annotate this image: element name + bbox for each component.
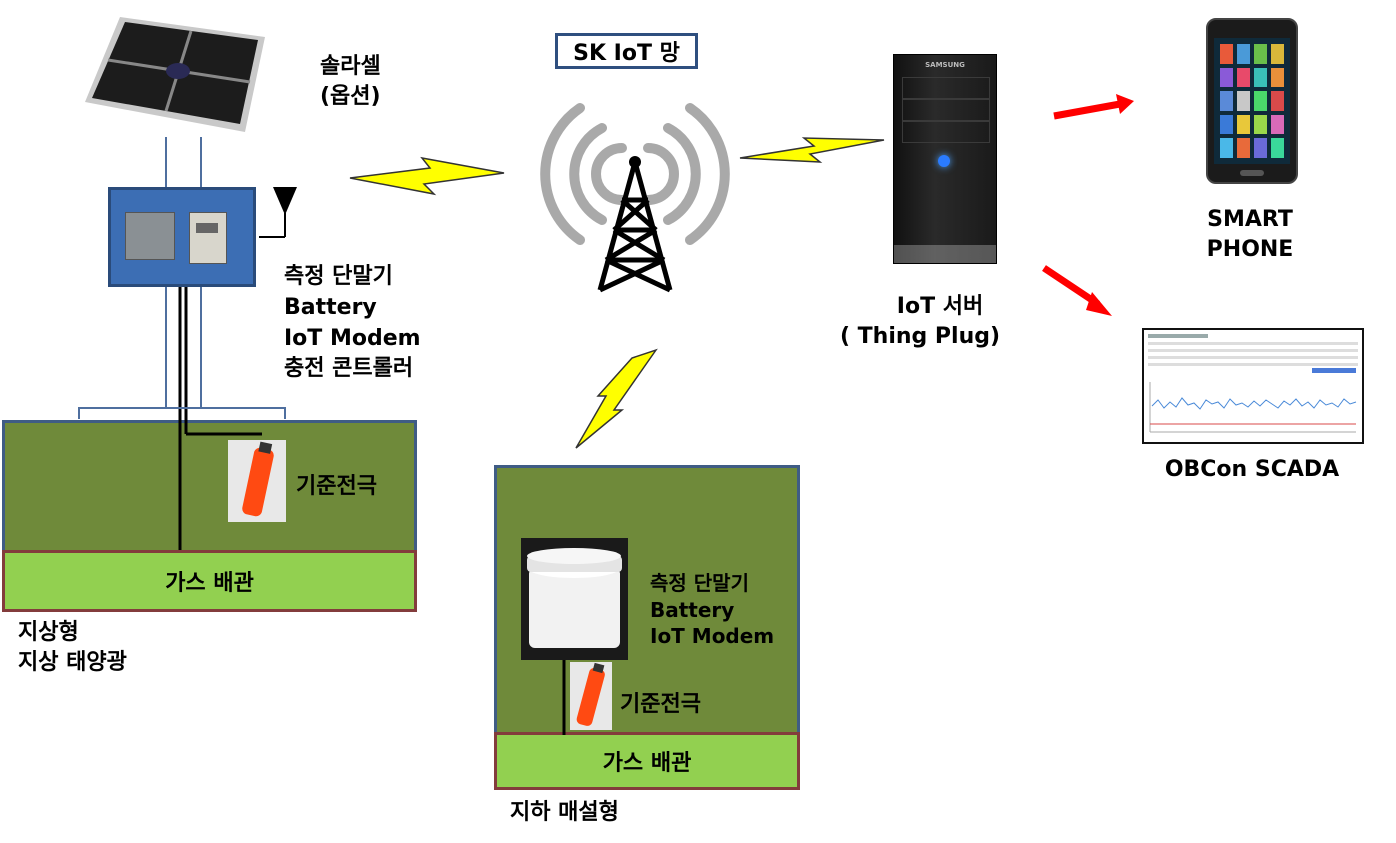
device-label-above-1: 측정 단말기 [284,264,393,289]
solar-label-1: 솔라셀 [320,54,381,79]
lightning-underground-to-network-icon [575,348,658,449]
server-brand: SAMSUNG [925,61,965,69]
lightning-solar-to-network-icon [349,156,505,196]
mounting-pole-lower [165,287,202,407]
device-label-under-1: 측정 단말기 [650,571,749,595]
power-led-icon [938,155,950,167]
electrode-icon [242,441,274,517]
solar-panel-image [80,12,290,137]
gas-pipe-label-underground: 가스 배관 [602,751,692,776]
buried-device-icon [527,548,622,648]
type-label-above-2: 지상 태양광 [18,650,127,675]
reference-electrode-underground-image [570,662,612,730]
server-label-2: ( Thing Plug) [839,324,1001,349]
phone-screen [1214,38,1290,164]
device-label-under-3: IoT Modem [650,624,775,648]
solar-label-2: (옵션) [320,84,381,109]
network-label-box: SK IoT 망 [555,33,698,69]
ground-bracket [78,407,286,419]
device-label-above-2: Battery [284,295,377,320]
mounting-pole [165,137,202,189]
charge-controller [189,212,227,264]
scada-screen-image [1142,328,1364,444]
solar-panel-icon [85,17,265,132]
arrow-to-phone-icon [1053,94,1134,120]
server-pc-image: SAMSUNG [893,54,997,264]
arrow-to-scada-icon [1042,265,1112,316]
cable-in-soil [178,420,262,550]
phone-label-2: PHONE [1206,237,1294,262]
network-label: SK IoT 망 [573,41,680,66]
type-label-above-1: 지상형 [18,620,79,645]
buried-device-image [521,538,628,660]
gas-pipe-underground: 가스 배관 [494,732,800,790]
scada-trend-icon [1149,382,1357,433]
device-label-above-3: IoT Modem [284,326,421,351]
antenna-icon [259,187,297,238]
device-label-above-4: 충전 콘트롤러 [284,356,414,381]
electrode-label-under: 기준전극 [620,692,701,717]
gas-pipe-label: 가스 배관 [165,571,254,596]
reference-electrode-image [228,440,286,522]
device-label-under-2: Battery [650,598,735,622]
electrode-underground-icon [576,662,605,726]
soil-layer-above [2,420,417,555]
scada-label: OBCon SCADA [1164,457,1340,482]
cell-tower-icon [540,103,730,293]
underground-cable [562,660,566,735]
phone-label-1: SMART [1207,207,1293,232]
electrode-label-above: 기준전극 [296,474,377,499]
server-label-1: IoT 서버 [896,294,984,319]
device-enclosure [108,187,256,287]
lightning-network-to-server-icon [739,137,885,163]
smartphone-image [1206,18,1298,184]
type-label-underground: 지하 매설형 [510,800,619,825]
gas-pipe-above: 가스 배관 [2,550,417,612]
modem-unit [125,212,175,260]
